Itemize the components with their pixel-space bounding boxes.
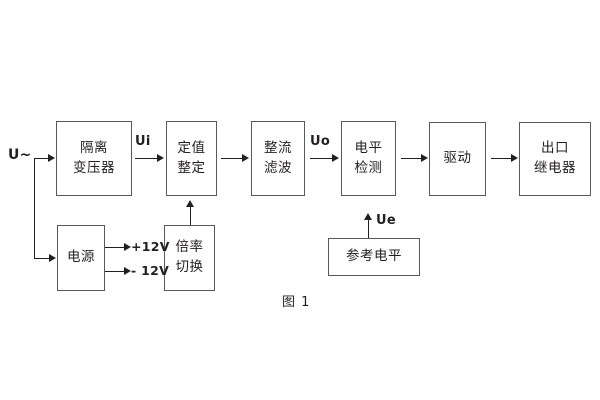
transformer-to-setting-line	[135, 158, 158, 159]
block-level-detection[interactable]: 电平 检测	[341, 121, 396, 196]
block-line: 整定	[177, 159, 206, 176]
reference-to-level-line	[368, 219, 369, 238]
block-line: 驱动	[443, 150, 472, 167]
block-line: 切换	[175, 259, 204, 275]
rail-positive-label: +12V	[131, 239, 170, 254]
block-line: 继电器	[534, 160, 576, 176]
block-line: 电平	[354, 139, 383, 156]
input-signal-label: U~	[8, 147, 32, 163]
block-line: 电源	[67, 249, 95, 266]
block-line: 变压器	[73, 159, 115, 176]
input-to-power-line	[34, 258, 50, 259]
input-to-transformer-arrowhead	[48, 154, 55, 162]
input-to-power-arrowhead	[49, 254, 56, 262]
block-rectifier-filter[interactable]: 整流 滤波	[251, 121, 305, 196]
block-line: 整流	[264, 139, 292, 156]
setting-to-rectifier-line	[221, 158, 243, 159]
reference-to-level-arrowhead	[364, 213, 372, 220]
rectifier-to-level-line	[310, 158, 333, 159]
block-line: 检测	[354, 159, 383, 176]
block-line: 隔离	[80, 139, 108, 156]
uo-signal-label: Uo	[310, 134, 331, 149]
block-multiplier-switch[interactable]: 倍率 切换	[164, 225, 215, 291]
block-setting-value[interactable]: 定值 整定	[166, 121, 217, 196]
setting-to-rectifier-arrowhead	[242, 154, 249, 162]
input-to-transformer-line	[34, 158, 49, 159]
level-to-driver-line	[401, 158, 422, 159]
driver-to-relay-arrowhead	[511, 154, 518, 162]
rail-positive-arrowhead	[124, 243, 131, 251]
rail-positive-line	[105, 247, 125, 248]
transformer-to-setting-arrowhead	[157, 154, 164, 162]
block-power-supply[interactable]: 电源	[57, 225, 105, 291]
block-driver[interactable]: 驱动	[429, 122, 486, 196]
block-line: 出口	[541, 140, 569, 157]
block-isolation-transformer[interactable]: 隔离 变压器	[56, 121, 132, 196]
figure-caption: 图 1	[282, 295, 311, 310]
multiplier-to-setting-line	[190, 206, 191, 225]
multiplier-to-setting-arrowhead	[186, 200, 194, 207]
block-line: 参考电平	[346, 248, 402, 265]
input-trunk-line	[34, 158, 35, 258]
rail-negative-arrowhead	[124, 267, 131, 275]
ue-signal-label: Ue	[376, 213, 396, 228]
block-reference-level[interactable]: 参考电平	[328, 238, 420, 276]
rectifier-to-level-arrowhead	[332, 154, 339, 162]
driver-to-relay-line	[491, 158, 512, 159]
block-output-relay[interactable]: 出口 继电器	[519, 122, 591, 196]
rail-negative-label: - 12V	[131, 263, 170, 278]
rail-negative-line	[105, 271, 125, 272]
block-line: 定值	[177, 139, 206, 156]
block-line: 滤波	[264, 159, 292, 176]
block-line: 倍率	[175, 239, 204, 256]
level-to-driver-arrowhead	[421, 154, 428, 162]
ui-signal-label: Ui	[135, 134, 151, 149]
